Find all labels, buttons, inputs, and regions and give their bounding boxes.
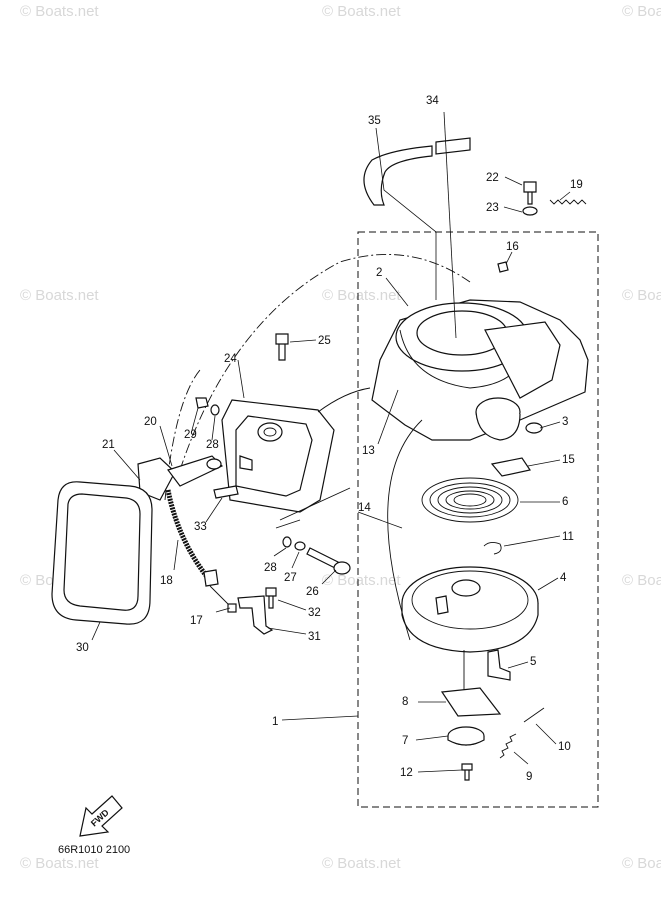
washer-part-27	[294, 541, 306, 551]
spiral-spring-part-6	[421, 477, 519, 523]
cap-part-7-rim	[447, 736, 485, 746]
callout-label: 1	[272, 716, 278, 728]
callout-label: 15	[562, 454, 575, 466]
nut-part-3	[525, 422, 543, 434]
watermark: © Boats.net	[622, 287, 661, 304]
bracket-part-21	[137, 457, 176, 501]
bolt-part-12	[461, 763, 473, 781]
fwd-arrow: FWD	[79, 795, 123, 837]
callout-label: 30	[76, 642, 89, 654]
callout-label: 23	[486, 202, 499, 214]
cover-part-24	[221, 399, 335, 513]
plate-part-8	[440, 687, 502, 717]
callout-label: 28	[206, 439, 219, 451]
bolt-part-32	[265, 587, 277, 609]
callout-label: 5	[530, 656, 536, 668]
callout-label: 14	[358, 502, 371, 514]
washer-part-23	[522, 206, 538, 216]
callout-label: 19	[570, 179, 583, 191]
assembly-boundary	[357, 231, 599, 808]
starter-case	[371, 299, 589, 441]
watermark: © Boats.net	[20, 855, 99, 872]
callout-label: 12	[400, 767, 413, 779]
callout-label: 20	[144, 416, 157, 428]
bracket-part-31	[237, 595, 274, 635]
clip-part-15	[490, 457, 531, 477]
watermark: © Boats.net	[322, 572, 401, 589]
cable-tip-part-17	[227, 603, 237, 613]
callout-label: 17	[190, 615, 203, 627]
pulley-part-4	[401, 566, 539, 653]
pawl-part-5	[487, 649, 511, 681]
bolt-part-22	[523, 181, 537, 205]
label-part-34	[435, 137, 471, 155]
callout-label: 29	[184, 429, 197, 441]
callout-label: 7	[402, 735, 408, 747]
callout-label: 2	[376, 267, 382, 279]
washer-part-28	[210, 404, 220, 416]
callouts: 34 35 22 19 23 16 2 25 24 29 28 20 21 3 …	[76, 95, 583, 783]
leader-lines	[91, 111, 571, 773]
watermark: © Boats.net	[622, 855, 661, 872]
bolt-part-26-head	[333, 561, 351, 575]
bolt-part-25	[275, 333, 289, 361]
washer-part-28b	[282, 536, 292, 548]
spring-part-9	[499, 733, 517, 759]
hose-part-35	[363, 145, 433, 206]
callout-label: 22	[486, 172, 499, 184]
guide-line	[275, 519, 301, 529]
cable-end	[203, 569, 219, 587]
callout-label: 21	[102, 439, 115, 451]
watermark: © Boats.net	[622, 3, 661, 20]
clip-part-16	[497, 261, 509, 273]
callout-label: 27	[284, 572, 297, 584]
callout-label: 35	[368, 115, 381, 127]
watermark: © Boats.net	[20, 3, 99, 20]
lever-knob	[206, 458, 222, 470]
label-part-33	[213, 485, 239, 499]
callout-label: 33	[194, 521, 207, 533]
callout-label: 28	[264, 562, 277, 574]
callout-label: 9	[526, 771, 532, 783]
rope-guide	[317, 387, 371, 413]
callout-label: 31	[308, 631, 321, 643]
cable-part-18	[165, 489, 210, 580]
callout-label: 11	[562, 531, 574, 543]
diagram-code: 66R1010 2100	[58, 844, 130, 856]
watermark: © Boats.net	[20, 287, 99, 304]
callout-label: 32	[308, 607, 321, 619]
callout-label: 6	[562, 496, 568, 508]
watermark: © Boats.net	[322, 855, 401, 872]
callout-label: 4	[560, 572, 567, 584]
callout-label: 18	[160, 575, 173, 587]
callout-label: 24	[224, 353, 237, 365]
callout-label: 26	[306, 586, 319, 598]
callout-label: 3	[562, 416, 568, 428]
callout-label: 8	[402, 696, 408, 708]
callout-label: 34	[426, 95, 439, 107]
rod-part-10	[523, 707, 545, 723]
rope-part-14	[387, 419, 423, 641]
watermark: © Boats.net	[322, 3, 401, 20]
seal-frame-part-30	[51, 481, 153, 625]
callout-label: 16	[506, 241, 519, 253]
guide-line	[279, 487, 351, 521]
watermark: © Boats.net	[322, 287, 401, 304]
spring-part-19	[549, 199, 587, 205]
guide-line	[179, 253, 471, 471]
nut-part-29	[195, 397, 209, 409]
callout-label: 13	[362, 445, 375, 457]
callout-label: 25	[318, 335, 331, 347]
callout-label: 10	[558, 741, 571, 753]
bolt-part-26	[306, 547, 339, 569]
watermark: © Boats.net	[622, 572, 661, 589]
circlip-part-11	[483, 541, 502, 555]
